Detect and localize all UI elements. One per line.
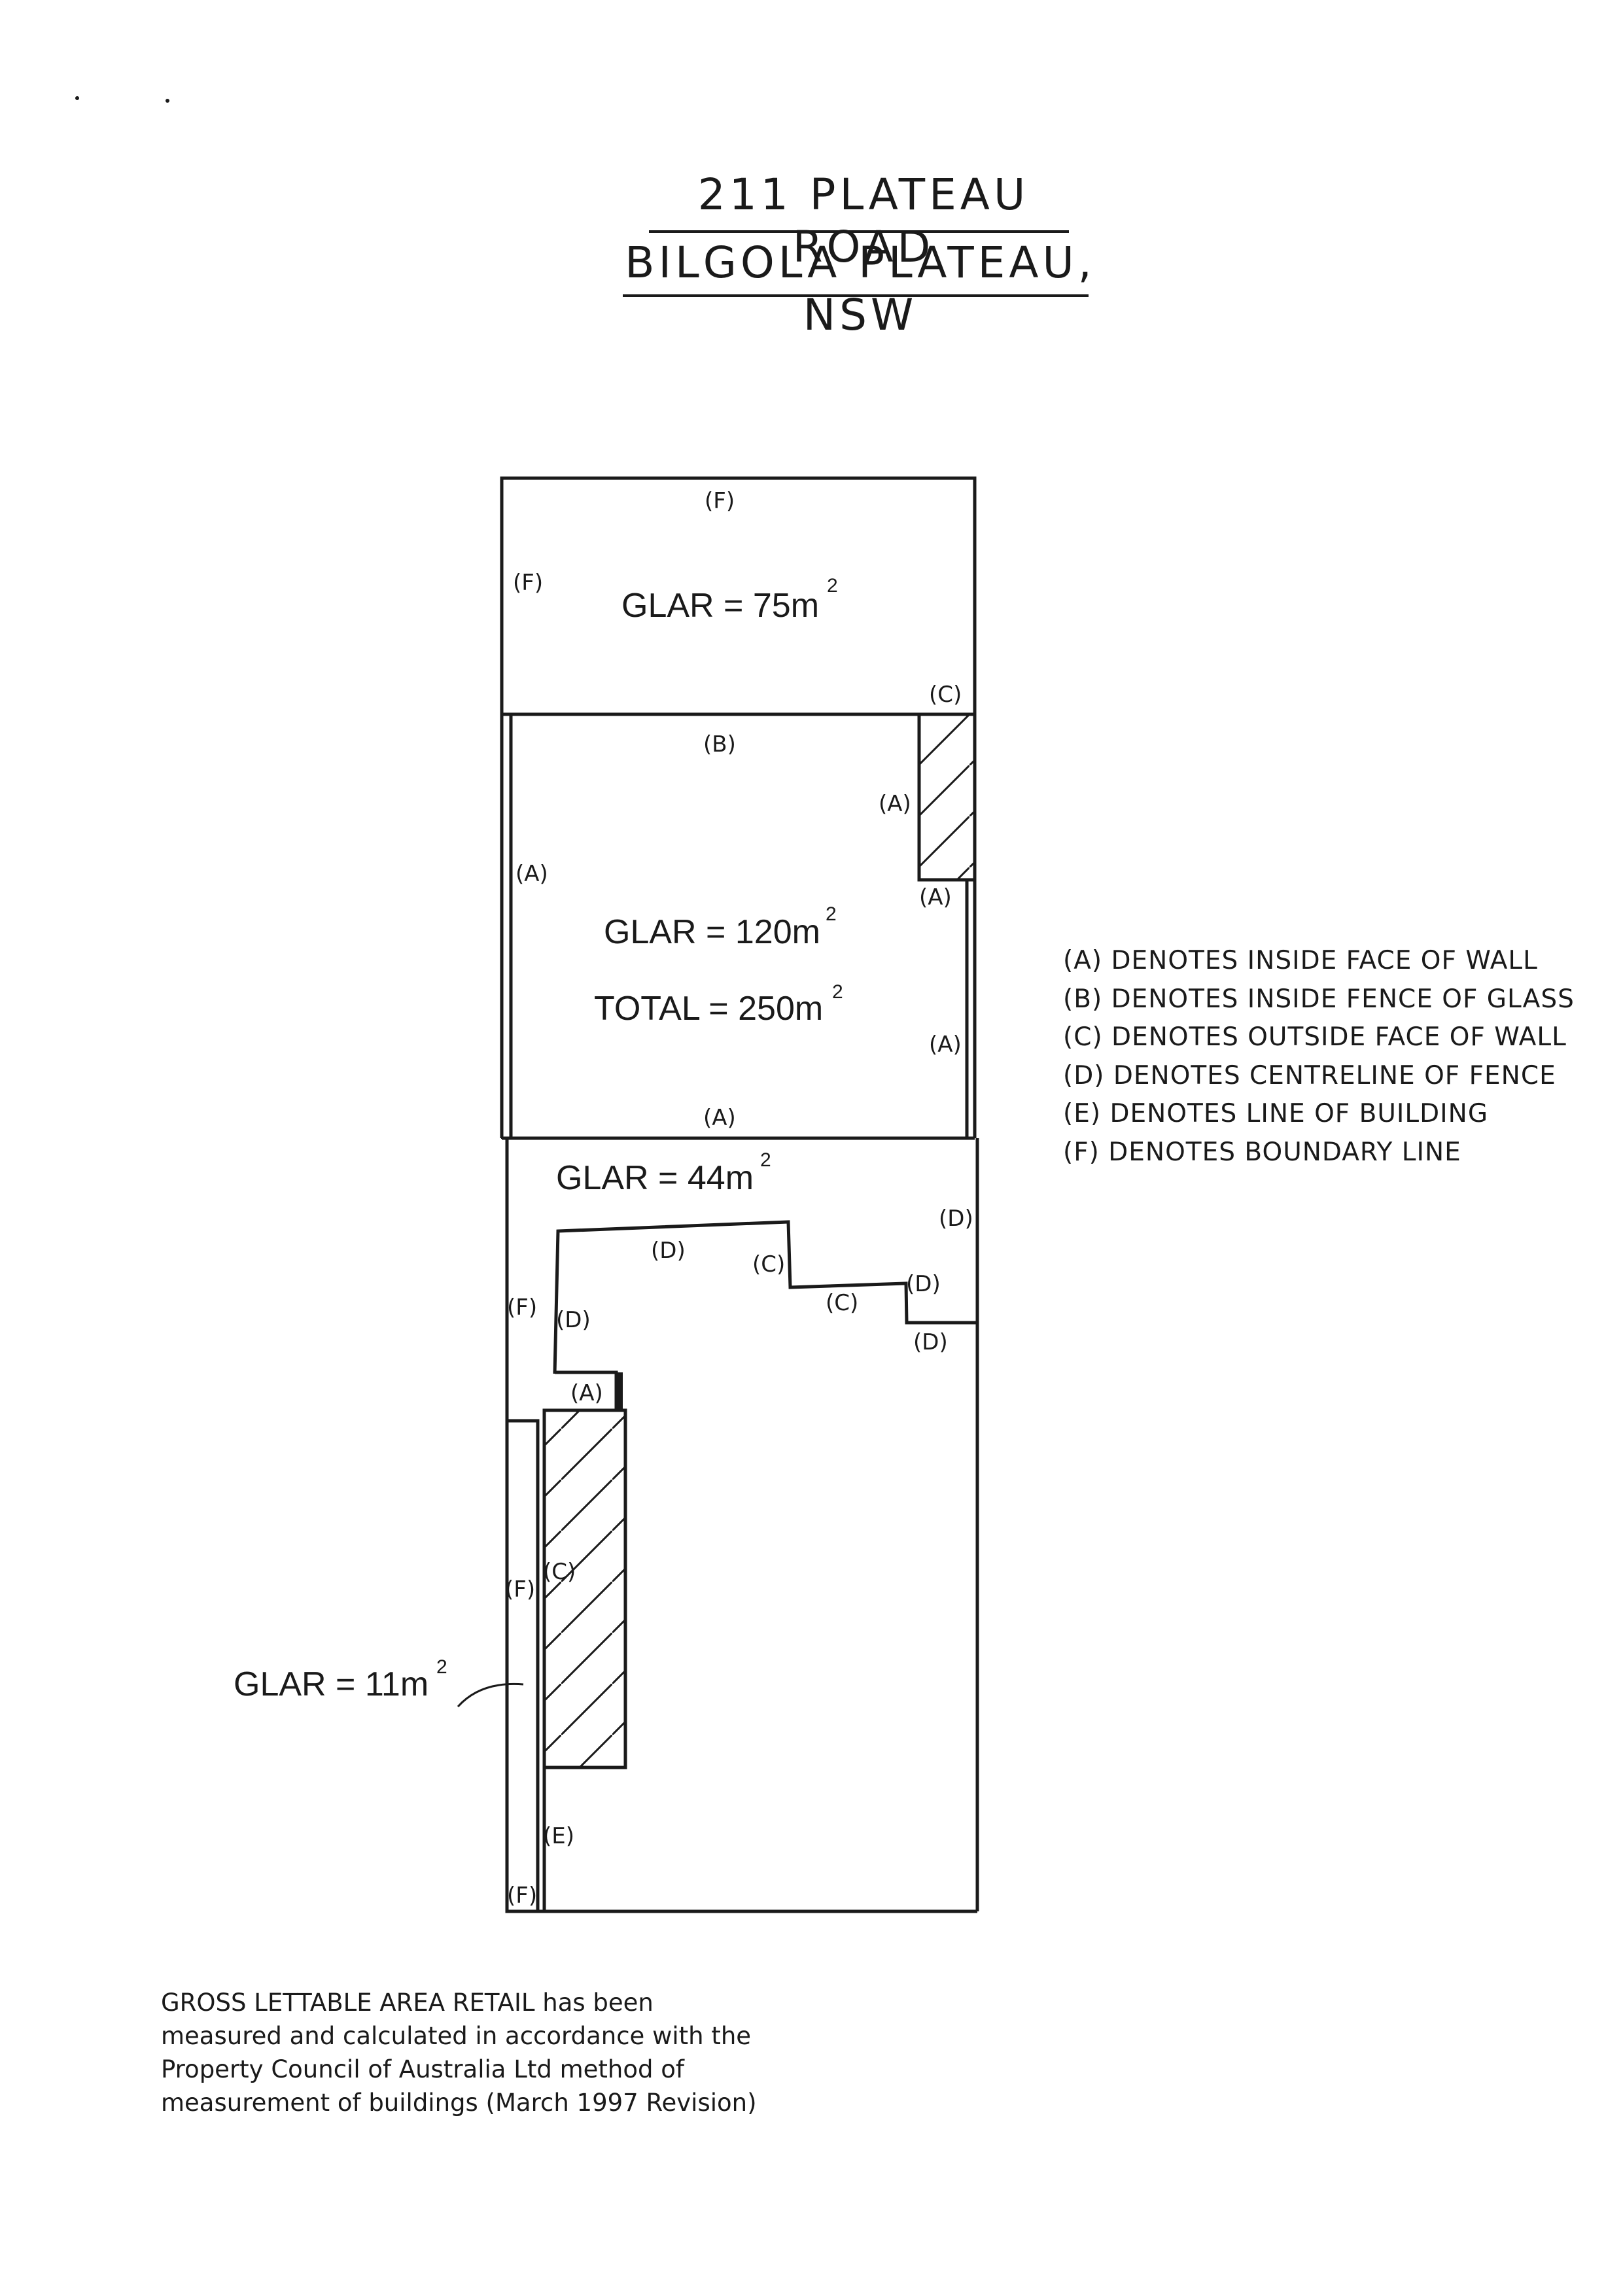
note-line-1: GROSS LETTABLE AREA RETAIL has been (161, 1989, 654, 2017)
total-sup: 2 (832, 981, 843, 1003)
marker-b-mid: (B) (703, 731, 736, 757)
left-wall-thin (501, 714, 512, 1139)
marker-a-lower: (A) (570, 1380, 603, 1406)
total-label: TOTAL = 250m (594, 990, 823, 1028)
area-label-75: GLAR = 75m (621, 587, 819, 625)
area-sup-75: 2 (827, 575, 838, 597)
address-line-1-underline (649, 230, 1069, 233)
address-line-1: 211 PLATEAU ROAD (697, 169, 1030, 272)
marker-a-left: (A) (515, 861, 548, 887)
hatched-wall-upper (917, 712, 977, 882)
legend-item-e: (E) DENOTES LINE OF BUILDING (1063, 1099, 1489, 1128)
marker-f-lower: (F) (505, 1576, 535, 1603)
marker-c-fence2: (C) (826, 1290, 858, 1316)
marker-d-right: (D) (939, 1206, 973, 1232)
hatched-wall-lower (542, 1408, 627, 1769)
marker-f-bottom: (F) (507, 1883, 537, 1909)
marker-a-right: (A) (929, 1032, 962, 1058)
legend-item-c: (C) DENOTES OUTSIDE FACE OF WALL (1063, 1022, 1567, 1052)
legend-item-d: (D) DENOTES CENTRELINE OF FENCE (1063, 1060, 1556, 1090)
marker-d-step-below: (D) (913, 1329, 948, 1355)
area-sup-11: 2 (436, 1656, 447, 1678)
marker-a-bottom: (A) (703, 1105, 736, 1131)
measurement-note: GROSS LETTABLE AREA RETAIL has been meas… (161, 1986, 815, 2119)
area-sup-120: 2 (826, 903, 837, 925)
marker-a-below-hatch: (A) (919, 884, 952, 911)
address-line-2: BILGOLA PLATEAU, NSW (625, 237, 1096, 340)
narrow-strip (505, 1419, 540, 1913)
legend: (A) DENOTES INSIDE FACE OF WALL (B) DENO… (1063, 942, 1599, 1172)
marker-e-lower: (E) (543, 1823, 574, 1849)
boundary-top-room (500, 476, 977, 714)
marker-c-lower: (C) (543, 1559, 576, 1585)
scan-dot (75, 96, 79, 100)
note-line-3: Property Council of Australia Ltd method… (161, 2055, 684, 2083)
glar-11-leader (457, 1682, 524, 1708)
legend-item-f: (F) DENOTES BOUNDARY LINE (1063, 1137, 1461, 1167)
marker-a-hatch: (A) (879, 791, 911, 817)
marker-d-fence: (D) (651, 1238, 686, 1264)
note-line-4: measurement of buildings (March 1997 Rev… (161, 2089, 757, 2117)
scan-dot (166, 99, 169, 103)
legend-item-a: (A) DENOTES INSIDE FACE OF WALL (1063, 946, 1538, 975)
note-line-2: measured and calculated in accordance wi… (161, 2022, 752, 2050)
area-label-120: GLAR = 120m (604, 913, 820, 951)
area-sup-44: 2 (760, 1149, 771, 1171)
legend-item-b: (B) DENOTES INSIDE FENCE OF GLASS (1063, 984, 1575, 1014)
marker-d-left: (D) (556, 1307, 591, 1333)
marker-c-fence1: (C) (752, 1251, 785, 1278)
marker-f-left-mid: (F) (507, 1295, 537, 1321)
marker-f-left-top: (F) (513, 570, 543, 596)
marker-f-top: (F) (705, 488, 735, 514)
small-wall-block (615, 1372, 623, 1410)
address-line-2-underline (623, 294, 1089, 297)
area-label-44: GLAR = 44m (556, 1159, 754, 1197)
marker-d-step: (D) (906, 1271, 941, 1297)
fence-centreline (553, 1220, 977, 1374)
area-label-11: GLAR = 11m (234, 1665, 428, 1703)
marker-c-top-right: (C) (929, 682, 962, 708)
